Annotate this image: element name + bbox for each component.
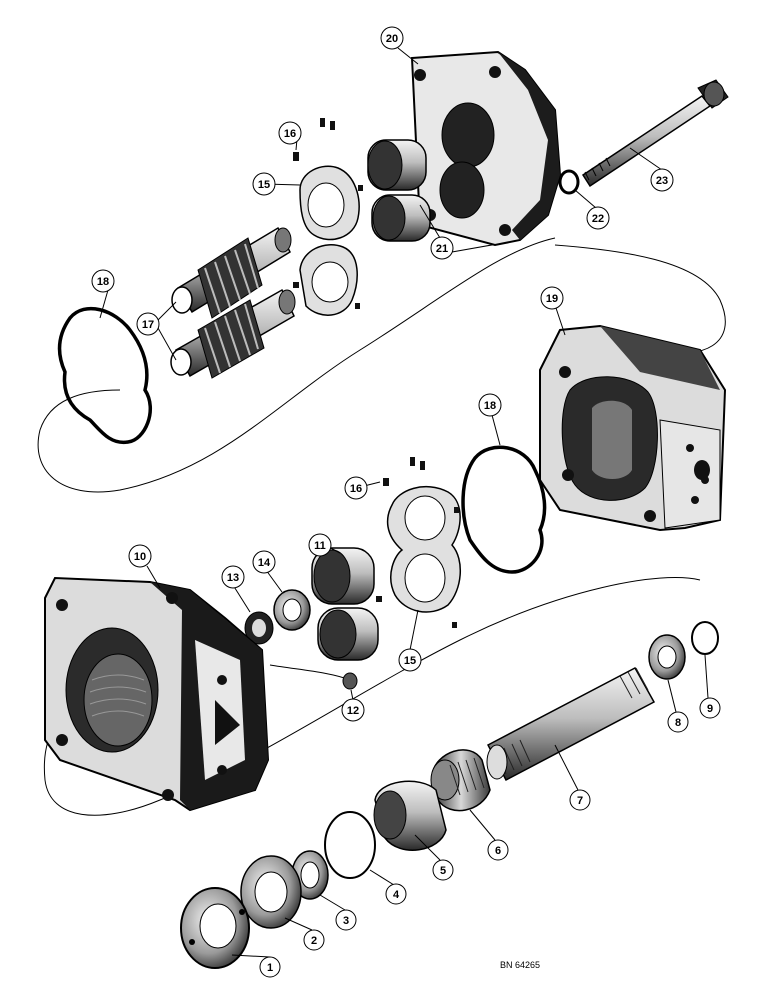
- svg-text:6: 6: [495, 845, 501, 857]
- callout-18-top: 18: [91, 269, 115, 293]
- callout-7: 7: [569, 789, 591, 811]
- svg-text:17: 17: [142, 319, 154, 331]
- callout-14: 14: [252, 550, 276, 574]
- callout-15-top: 15: [252, 172, 276, 196]
- seal-part-13: [244, 611, 274, 645]
- svg-text:15: 15: [258, 179, 270, 191]
- svg-text:19: 19: [546, 293, 558, 305]
- svg-text:4: 4: [393, 889, 400, 901]
- end-cover-part-20: [410, 50, 562, 247]
- dowel-pins-part-16-lower: [376, 457, 459, 628]
- svg-text:16: 16: [350, 483, 362, 495]
- bearing-cup-part-5: [373, 780, 447, 851]
- callout-21: 21: [430, 236, 454, 260]
- svg-text:8: 8: [675, 717, 681, 729]
- svg-text:14: 14: [258, 557, 271, 569]
- dowel-pins-part-16-top: [293, 118, 363, 309]
- washer-part-22: [558, 169, 580, 195]
- callout-23: 23: [650, 168, 674, 192]
- plug-part-12: [342, 672, 358, 690]
- svg-text:22: 22: [592, 213, 604, 225]
- callout-17: 17: [136, 312, 160, 336]
- callout-22: 22: [586, 206, 610, 230]
- svg-text:16: 16: [284, 128, 296, 140]
- drive-gears-part-17: [170, 226, 296, 379]
- mounting-flange-part-10: [44, 576, 270, 812]
- needle-bearings-part-11: [311, 547, 379, 661]
- svg-text:1: 1: [267, 962, 273, 974]
- drive-shaft-part-7: [486, 666, 656, 782]
- snap-ring-part-9: [691, 621, 719, 655]
- callout-13: 13: [221, 565, 245, 589]
- svg-text:23: 23: [656, 175, 668, 187]
- wear-plate-part-15-lower: [386, 485, 462, 613]
- callout-labels: 1 2 3 4 5 6 7 8 9 10 11 12 13 14 15 15 1…: [91, 26, 721, 978]
- bolt-part-23: [581, 79, 729, 188]
- callout-3: 3: [335, 909, 357, 931]
- svg-text:7: 7: [577, 795, 583, 807]
- svg-text:21: 21: [436, 243, 448, 255]
- gear-housing-part-19: [539, 324, 727, 532]
- svg-text:12: 12: [347, 705, 359, 717]
- callout-leaders: [99, 47, 709, 958]
- svg-text:13: 13: [227, 572, 239, 584]
- retainer-part-2: [240, 855, 302, 929]
- svg-text:3: 3: [343, 915, 349, 927]
- callout-19: 19: [540, 286, 564, 310]
- svg-text:15: 15: [404, 655, 416, 667]
- svg-text:5: 5: [440, 865, 446, 877]
- wear-plate-part-15-top: [299, 165, 360, 316]
- shaft-seal-part-8: [648, 634, 686, 680]
- svg-text:11: 11: [314, 540, 326, 552]
- svg-text:10: 10: [134, 551, 146, 563]
- body-seal-part-18-top: [57, 306, 152, 445]
- adjusting-nut-part-1: [180, 887, 250, 969]
- body-seal-part-18-middle: [461, 445, 547, 574]
- callout-20: 20: [380, 26, 404, 50]
- callout-4: 4: [385, 883, 407, 905]
- callout-10: 10: [128, 544, 152, 568]
- svg-text:18: 18: [484, 400, 496, 412]
- callout-6: 6: [487, 839, 509, 861]
- callout-12: 12: [341, 698, 365, 722]
- callout-18-middle: 18: [478, 393, 502, 417]
- svg-text:18: 18: [97, 276, 109, 288]
- callout-1: 1: [259, 956, 281, 978]
- seal-part-14: [273, 589, 311, 631]
- callout-16-top: 16: [278, 121, 302, 145]
- o-ring-part-4: [324, 811, 376, 879]
- needle-bearings-part-21: [367, 139, 431, 242]
- callout-5: 5: [432, 859, 454, 881]
- callout-2: 2: [303, 929, 325, 951]
- drawing-reference-code: BN 64265: [500, 960, 540, 970]
- callout-11: 11: [308, 533, 332, 557]
- svg-text:2: 2: [311, 935, 317, 947]
- svg-text:9: 9: [707, 703, 713, 715]
- svg-text:20: 20: [386, 33, 398, 45]
- callout-16-lower: 16: [344, 476, 368, 500]
- callout-8: 8: [667, 711, 689, 733]
- tapered-bearing-part-6: [430, 749, 491, 812]
- callout-9: 9: [699, 697, 721, 719]
- callout-15-lower: 15: [398, 648, 422, 672]
